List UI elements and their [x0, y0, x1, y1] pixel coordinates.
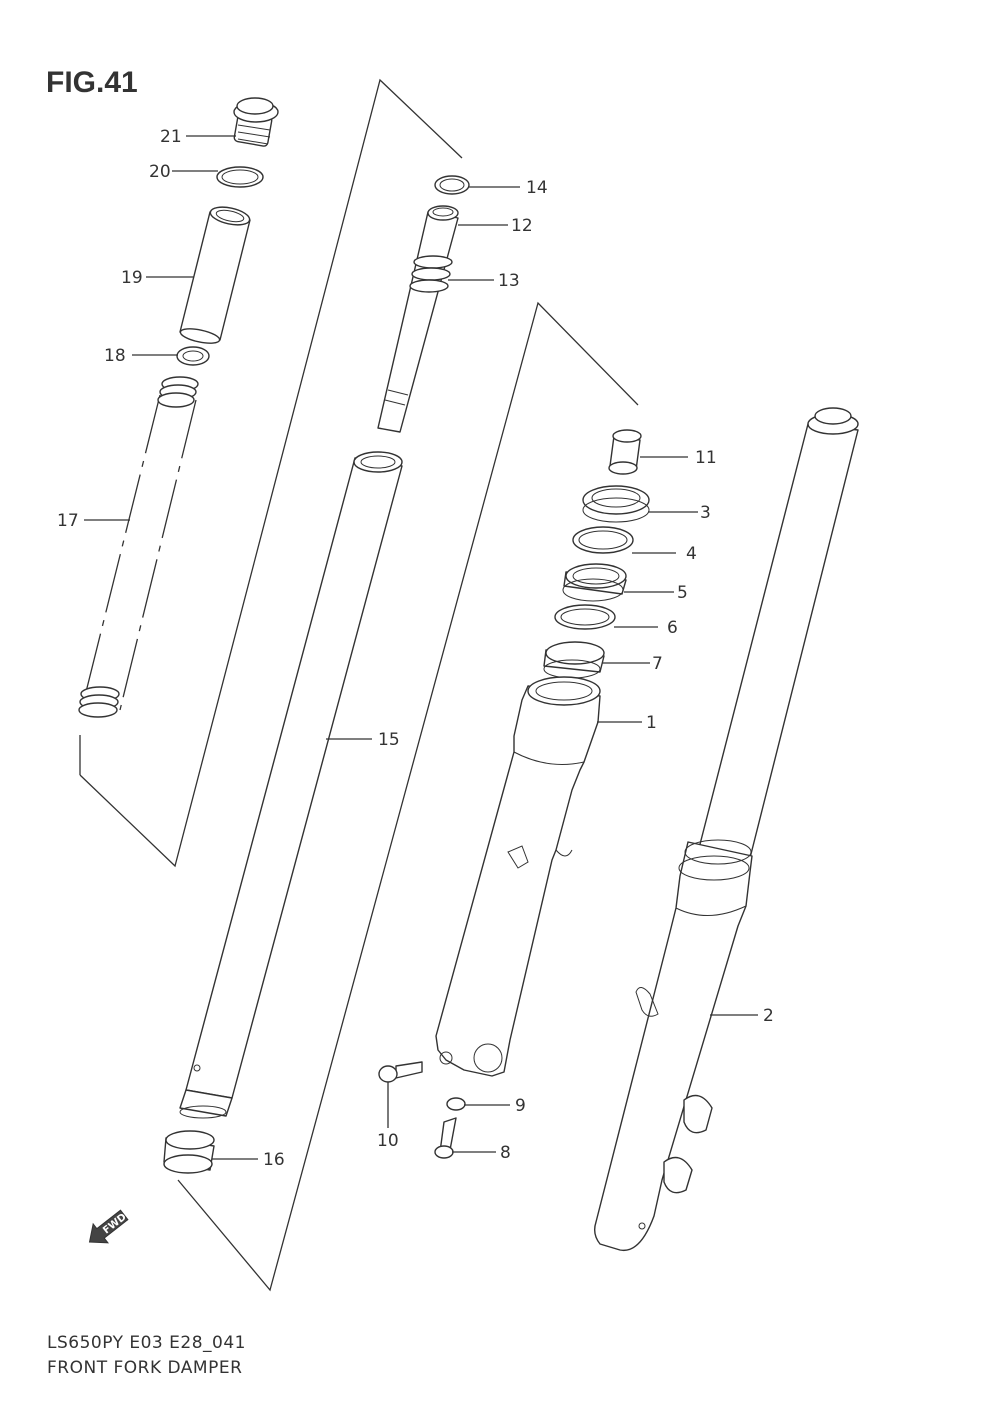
- leader-lines: [84, 135, 758, 1160]
- callout-1: 1: [646, 713, 657, 733]
- part-12-damper-rod: [377, 205, 459, 433]
- callout-7: 7: [652, 654, 663, 674]
- callout-2: 2: [763, 1006, 774, 1026]
- part-11-collar: [608, 429, 642, 475]
- callout-10: 10: [377, 1131, 399, 1151]
- part-13-piston-rings: [409, 255, 453, 293]
- callout-13: 13: [498, 271, 520, 291]
- callout-20: 20: [149, 162, 171, 182]
- part-2-fork-leg: [593, 407, 859, 1252]
- figure-title: FIG.41: [46, 66, 138, 99]
- part-3-oil-seal: [582, 485, 650, 523]
- callout-14: 14: [526, 178, 548, 198]
- fwd-arrow-icon: FWD: [88, 1209, 129, 1244]
- callout-12: 12: [511, 216, 533, 236]
- callout-17: 17: [57, 511, 79, 531]
- part-4-circlip: [572, 526, 634, 554]
- diagram-caption: FRONT FORK DAMPER: [47, 1358, 242, 1378]
- part-9-gasket: [446, 1097, 466, 1111]
- callout-labels: 1 2 3 4 5 6 7 8 9 10 11 12 13 14 15 16 1…: [57, 127, 774, 1170]
- assembly-bracket-lines: [79, 78, 639, 1292]
- part-6-washer: [554, 604, 616, 630]
- callout-18: 18: [104, 346, 126, 366]
- callout-15: 15: [378, 730, 400, 750]
- part-10-bolt: [378, 1061, 423, 1083]
- callout-11: 11: [695, 448, 717, 468]
- part-1-outer-tube: [435, 676, 601, 1077]
- callout-4: 4: [686, 544, 697, 564]
- callout-21: 21: [160, 127, 182, 147]
- part-16-bushing: [163, 1130, 215, 1174]
- part-7-guide-bushing: [543, 641, 605, 679]
- model-code: LS650PY E03 E28_041: [47, 1333, 246, 1353]
- callout-8: 8: [500, 1143, 511, 1163]
- callout-5: 5: [677, 583, 688, 603]
- part-21-cap-bolt: [233, 97, 279, 147]
- part-17-fork-spring: [78, 376, 199, 718]
- callout-16: 16: [263, 1150, 285, 1170]
- part-5-spacer-ring: [562, 563, 627, 602]
- part-8-bolt: [434, 1117, 457, 1159]
- callout-9: 9: [515, 1096, 526, 1116]
- callout-3: 3: [700, 503, 711, 523]
- part-19-spacer-tube: [179, 206, 251, 344]
- part-18-washer: [176, 346, 210, 366]
- part-15-inner-tube: [179, 451, 403, 1119]
- callout-19: 19: [121, 268, 143, 288]
- callout-6: 6: [667, 618, 678, 638]
